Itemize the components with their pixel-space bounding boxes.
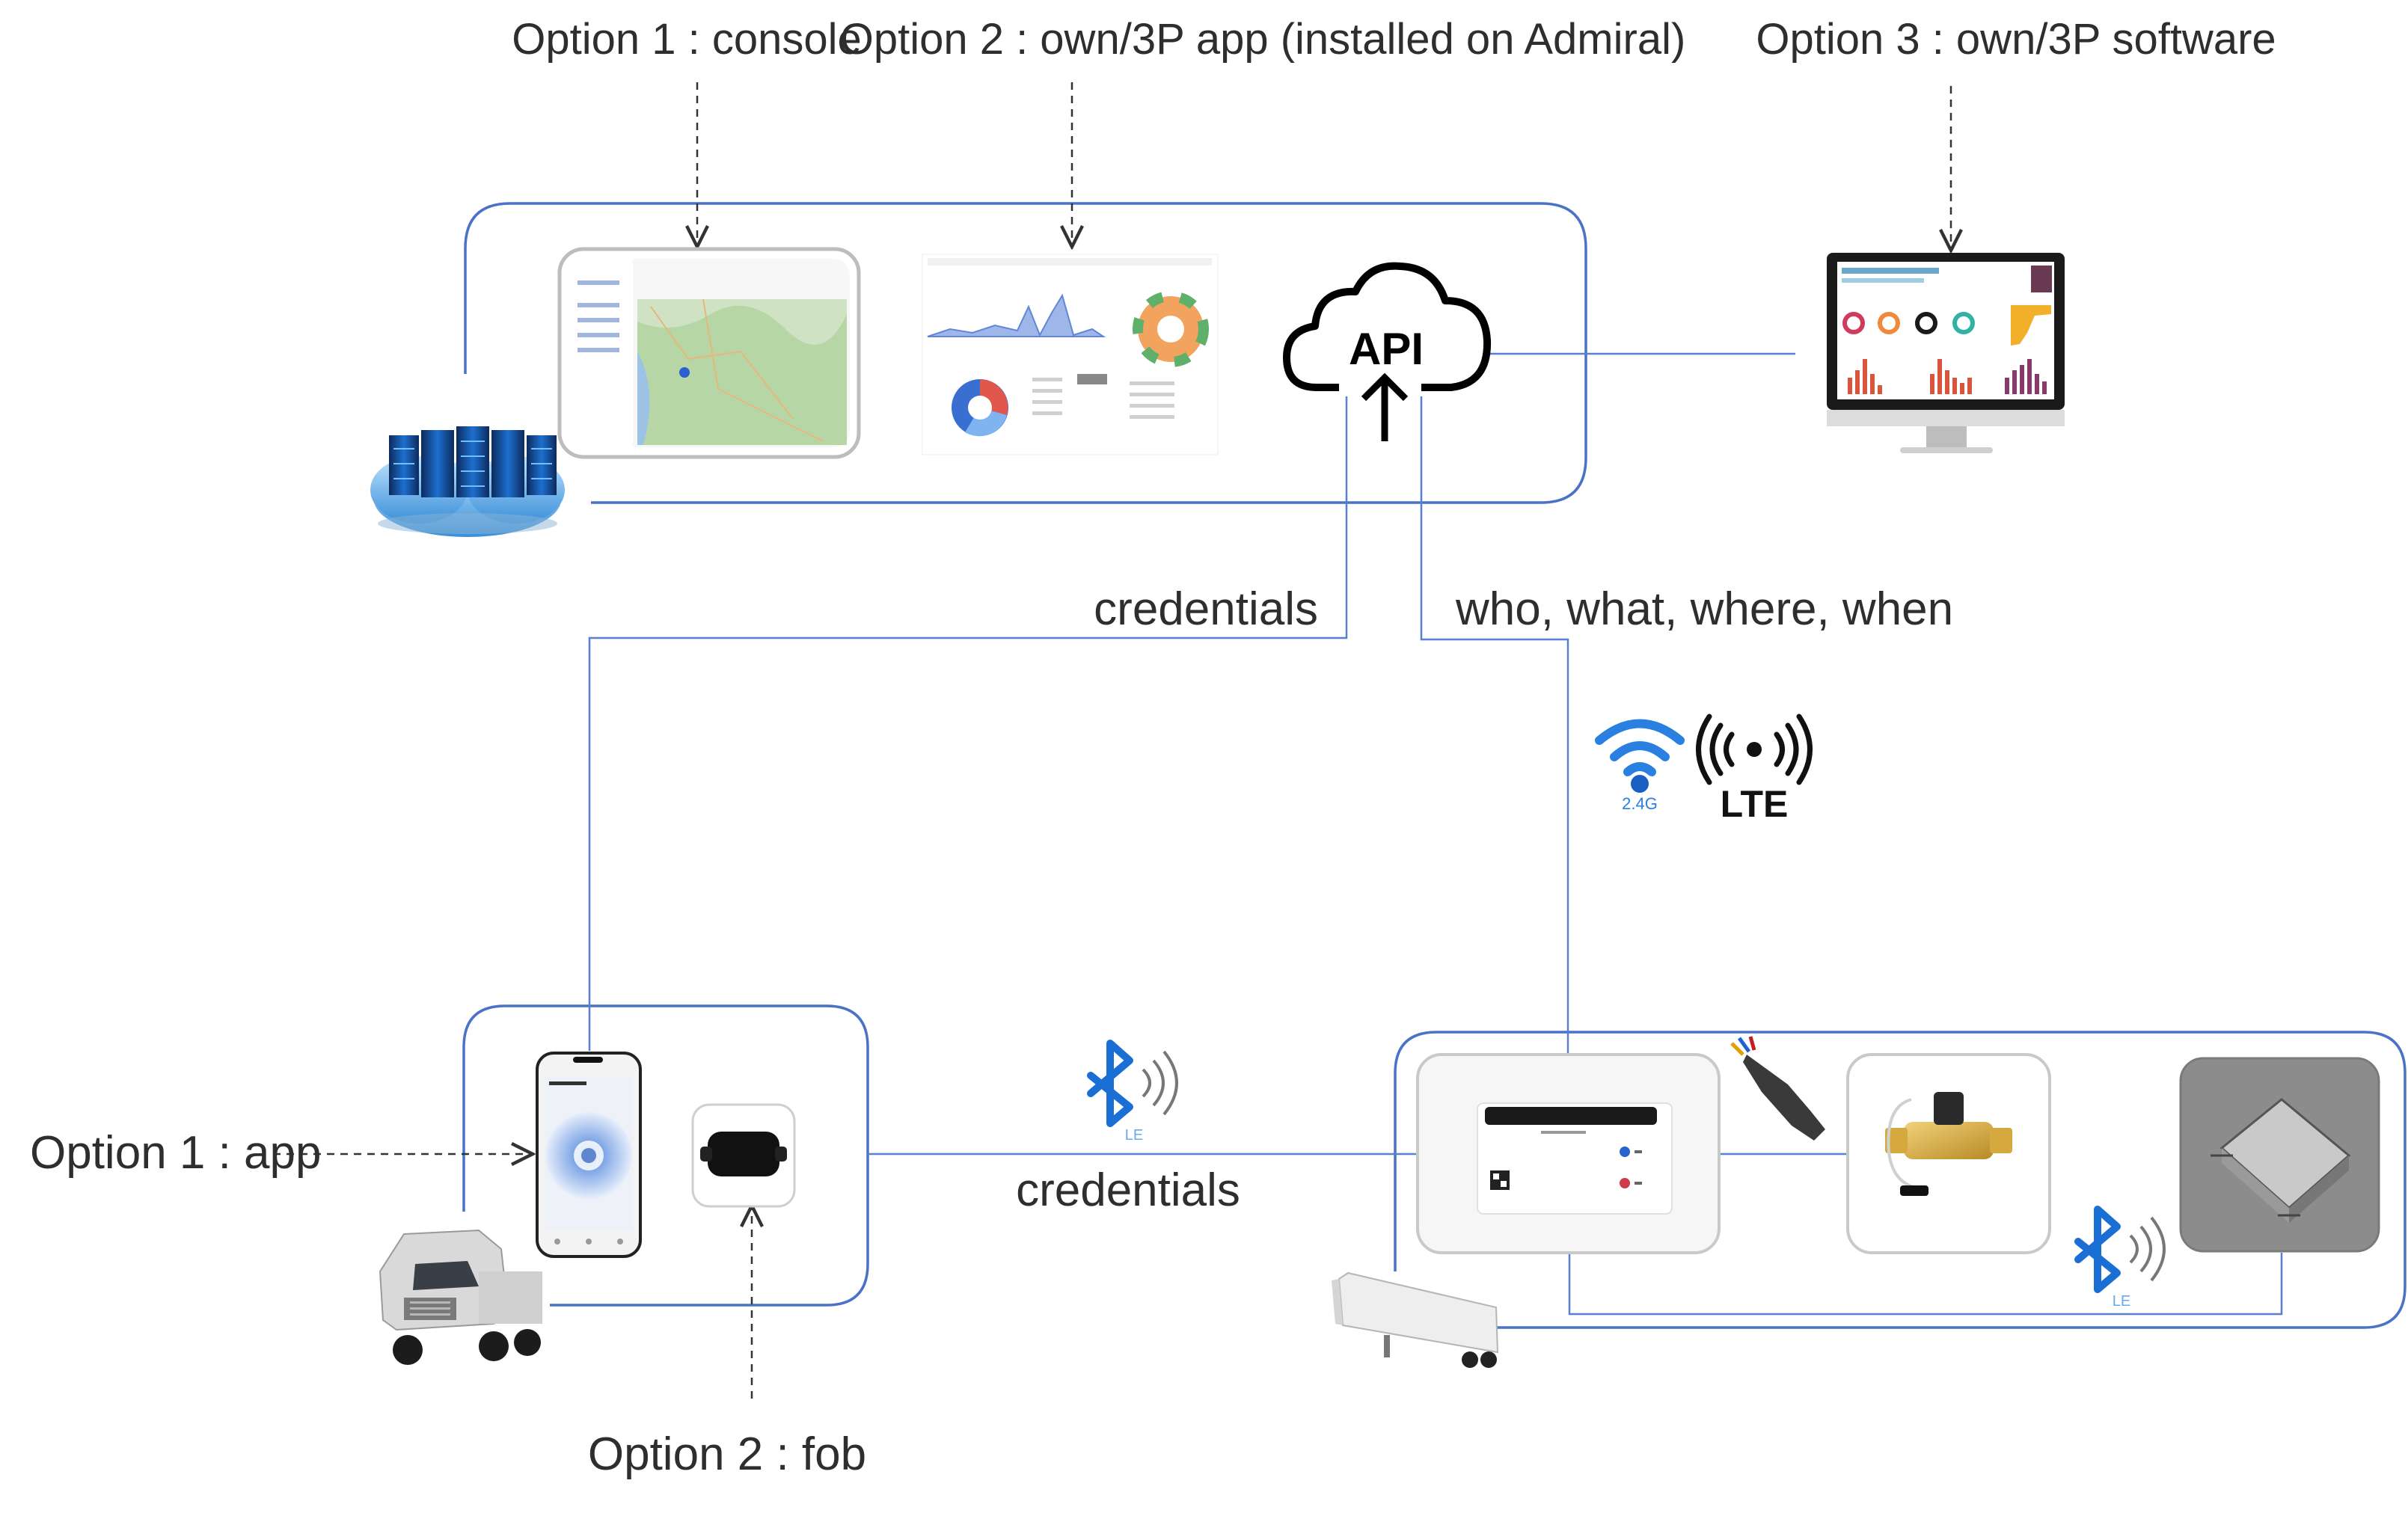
api-cloud-icon: API: [1283, 262, 1492, 441]
api-label: API: [1349, 324, 1424, 374]
connector-lines: [588, 352, 2283, 1316]
dashboard-monitor-icon: [1827, 253, 2065, 453]
server-cloud-icon: [370, 426, 565, 537]
ble-le-label-trailer: LE: [2113, 1293, 2130, 1310]
gateway-to-sensor-line: [1568, 1253, 2283, 1316]
own-app-option-label: Option 2 : own/3P app (installed on Admi…: [840, 15, 1686, 64]
own-app-screenshot: [922, 254, 1219, 455]
cable-image: [1730, 1036, 1825, 1141]
valve-image: [1846, 1053, 2051, 1254]
ble-le-label: LE: [1125, 1127, 1143, 1144]
truck-icon: [379, 1229, 542, 1365]
wifi-band-label: 2.4G: [1622, 794, 1658, 813]
credentials-top-label: credentials: [1094, 583, 1318, 635]
own-software-option-label: Option 3 : own/3P software: [1756, 15, 2276, 64]
fob-option-label: Option 2 : fob: [588, 1429, 866, 1480]
bluetooth-le-icon: LE: [1087, 1040, 1178, 1144]
bluetooth-le-icon-trailer: LE: [2074, 1206, 2166, 1310]
sensor-image: [2179, 1057, 2380, 1253]
trailer-section: [1394, 1031, 2407, 1329]
credentials-bottom-label: credentials: [1016, 1164, 1240, 1216]
credentials-uplink-line: [588, 396, 1348, 1051]
app-option-label: Option 1 : app: [30, 1127, 322, 1179]
phone-app-image: [536, 1052, 642, 1258]
console-screenshot: [557, 247, 861, 459]
console-option-label: Option 1 : console: [512, 15, 862, 64]
gateway-device-image: [1416, 1053, 1721, 1254]
wifi-icon: 2.4G: [1595, 719, 1685, 813]
fob-image: [691, 1103, 796, 1208]
telemetry-label: who, what, where, when: [1455, 583, 1953, 635]
cloud-section: [464, 202, 1587, 504]
driver-section: [462, 1004, 869, 1307]
lte-antenna-icon: LTE: [1696, 714, 1813, 825]
trailer-icon: [1332, 1271, 1499, 1368]
lte-label: LTE: [1721, 783, 1789, 825]
telemetry-line: [1420, 396, 1569, 1053]
option-arrows: [273, 82, 1951, 1399]
